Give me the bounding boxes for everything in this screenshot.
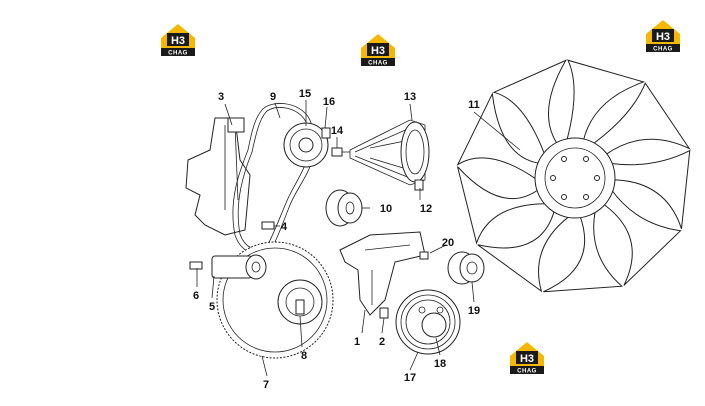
upper-pulley: [283, 122, 331, 168]
idler-pulley: [325, 189, 363, 227]
fan-drive-pulley: [419, 251, 485, 285]
hub-bolt: [550, 175, 556, 181]
engine-bracket: [185, 117, 251, 236]
badge-mark: H3: [520, 353, 534, 365]
fan-blade: [457, 166, 548, 245]
callout-19: 19: [468, 305, 480, 317]
bolt-4: [261, 221, 275, 230]
callout-5: 5: [209, 301, 215, 313]
callout-11: 11: [468, 99, 480, 111]
badge-brand-name: CHAG: [368, 61, 388, 67]
fan-blade: [456, 92, 541, 181]
tensioner-bracket: [349, 119, 430, 186]
callout-12: 12: [420, 203, 432, 215]
damper-pulley: [395, 289, 461, 355]
callout-9: 9: [270, 91, 276, 103]
fan-blade: [591, 82, 691, 156]
hub-bolt: [561, 194, 567, 201]
fan-hub-outer: [534, 137, 616, 219]
lower-bracket: [339, 231, 426, 319]
callout-6: 6: [193, 290, 199, 302]
fan-blade: [609, 149, 691, 229]
hub-bolt: [583, 194, 589, 201]
fan-hub-ring: [544, 147, 606, 209]
callout-labels: 1 2 3 4 5 6 7 8 9 10 11 12 13 14 15 16 1…: [193, 88, 480, 391]
callout-17: 17: [404, 372, 416, 384]
callout-1: 1: [354, 336, 360, 348]
fan-blade: [602, 188, 682, 286]
callout-8: 8: [301, 350, 307, 362]
fan-blade: [492, 59, 567, 156]
callout-2: 2: [379, 336, 385, 348]
hub-bolt: [561, 155, 567, 162]
leader-lines: [196, 100, 521, 377]
callout-3: 3: [218, 91, 224, 103]
badge-brand-name: CHAG: [517, 369, 537, 375]
callout-20: 20: [442, 237, 454, 249]
hub-bolt: [583, 155, 589, 162]
callout-10: 10: [380, 203, 392, 215]
callout-15: 15: [299, 88, 311, 100]
bolt-14: [331, 147, 350, 157]
callout-14: 14: [331, 125, 344, 137]
fan-hub-bolts: [550, 155, 600, 201]
callout-18: 18: [434, 358, 446, 370]
fan-assembly: [456, 59, 691, 293]
callout-13: 13: [404, 91, 416, 103]
callout-16: 16: [323, 96, 335, 108]
badge-brand-name: CHAG: [653, 47, 673, 53]
callout-4: 4: [281, 221, 288, 233]
badge-brand-name: CHAG: [168, 51, 188, 57]
bolt-12: [414, 179, 424, 191]
hub-bolt: [594, 175, 600, 181]
fan-blade: [566, 59, 646, 142]
callout-7: 7: [263, 379, 269, 391]
badge-mark: H3: [656, 31, 670, 43]
badge-mark: H3: [171, 35, 185, 47]
fan-blades: [456, 59, 691, 293]
fan-blade: [543, 209, 624, 293]
tensioner-assembly: [189, 254, 267, 280]
fan-blade: [477, 209, 572, 293]
badge-mark: H3: [371, 45, 385, 57]
